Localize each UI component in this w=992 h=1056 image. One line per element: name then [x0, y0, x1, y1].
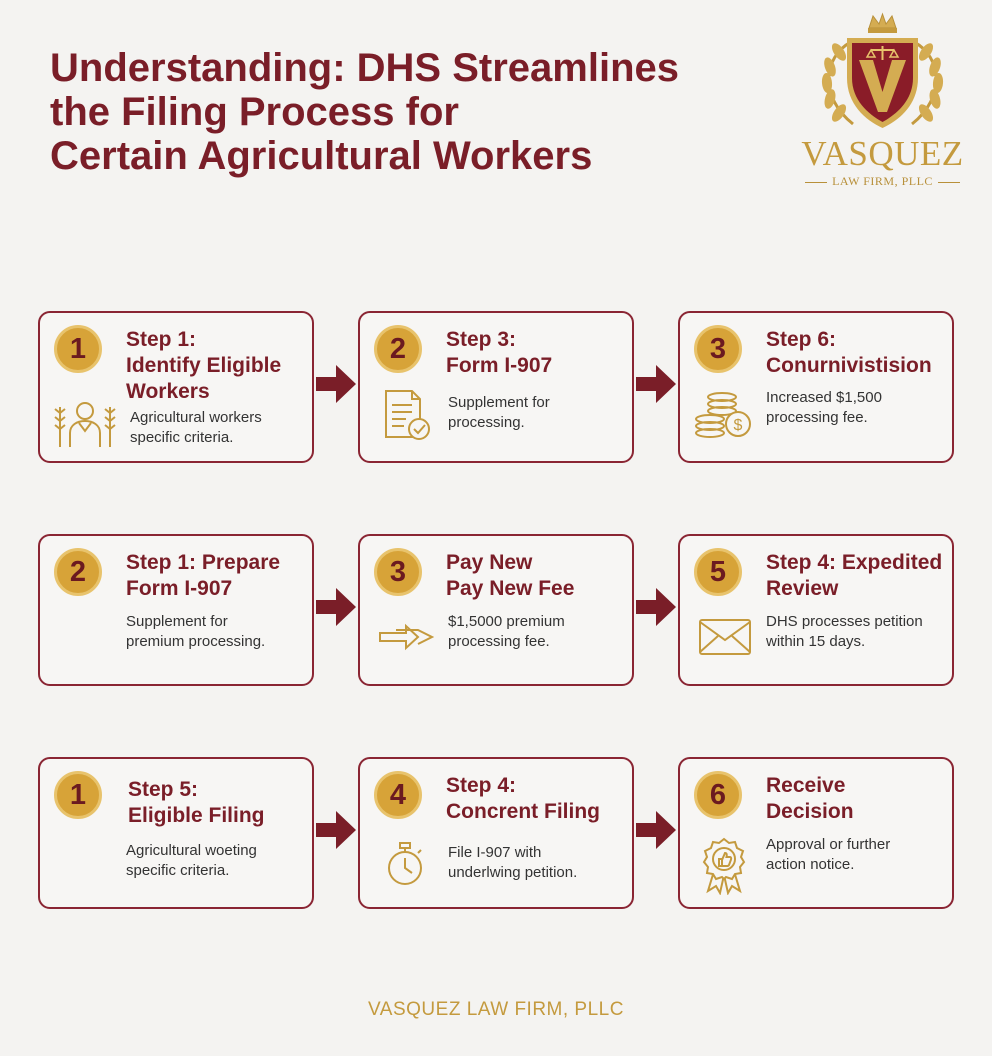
- step-card: 1 Step 5: Eligible Filing Agricultural w…: [38, 757, 314, 909]
- step-card: 3 Step 6: Conurnivistision $ Increased $…: [678, 311, 954, 463]
- step-heading: Step 4: Expedited Review: [766, 550, 962, 602]
- document-check-icon: [382, 387, 434, 443]
- heading-line: Pay New Fee: [446, 577, 575, 600]
- heading-line: Identify Eligible: [126, 354, 282, 377]
- firm-logo: VASQUEZ LAW FIRM, PLLC: [795, 12, 970, 192]
- step-card: 3 Pay New Pay New Fee $1,5000 premium pr…: [358, 534, 634, 686]
- step-description: DHS processes petition within 15 days.: [766, 612, 952, 652]
- step-description: Approval or further action notice.: [766, 835, 946, 875]
- crest-icon: [821, 12, 944, 128]
- description-line: premium processing.: [126, 633, 266, 650]
- step-description: Agricultural workers specific criteria.: [130, 408, 310, 448]
- step-number-badge: 1: [54, 771, 102, 819]
- heading-line: Concrent Filing: [446, 800, 600, 823]
- connector-arrow: [316, 365, 356, 403]
- connector-arrow: [316, 811, 356, 849]
- envelope-icon: [698, 618, 752, 656]
- step-number-badge: 2: [374, 325, 422, 373]
- step-heading: Step 6: Conurnivistision: [766, 327, 962, 379]
- description-line: action notice.: [766, 856, 855, 873]
- logo-subtitle: LAW FIRM, PLLC: [795, 174, 970, 189]
- connector-arrow: [636, 365, 676, 403]
- heading-line: Step 1: Prepare: [126, 551, 281, 574]
- step-number-badge: 6: [694, 771, 742, 819]
- description-line: Increased $1,500: [766, 389, 882, 406]
- step-card: 5 Step 4: Expedited Review DHS processes…: [678, 534, 954, 686]
- step-description: Supplement for processing.: [448, 393, 628, 433]
- step-heading: Step 1: Identify Eligible Workers: [126, 327, 322, 405]
- heading-line: Step 6:: [766, 328, 837, 351]
- heading-line: Step 1:: [126, 328, 197, 351]
- description-line: $1,5000 premium: [448, 613, 565, 630]
- description-line: processing.: [448, 414, 525, 431]
- coins-icon: $: [692, 391, 754, 441]
- description-line: Agricultural workers: [130, 409, 262, 426]
- step-description: $1,5000 premium processing fee.: [448, 612, 628, 652]
- description-line: Supplement for: [126, 613, 228, 630]
- step-number-badge: 4: [374, 771, 422, 819]
- heading-line: Form I-907: [126, 577, 233, 600]
- heading-line: Conurnivistision: [766, 354, 932, 377]
- step-number-badge: 1: [54, 325, 102, 373]
- description-line: specific criteria.: [130, 429, 234, 446]
- step-heading: Step 1: Prepare Form I-907: [126, 550, 322, 602]
- heading-line: Form I-907: [446, 354, 553, 377]
- description-line: Supplement for: [448, 394, 550, 411]
- step-heading: Receive Decision: [766, 773, 962, 825]
- step-heading: Pay New Pay New Fee: [446, 550, 642, 602]
- step-number-badge: 5: [694, 548, 742, 596]
- step-heading: Step 5: Eligible Filing: [128, 777, 324, 829]
- logo-name: VASQUEZ: [801, 134, 964, 173]
- connector-arrow: [636, 811, 676, 849]
- stopwatch-icon: [384, 841, 426, 887]
- description-line: processing fee.: [448, 633, 550, 650]
- award-ribbon-icon: [700, 837, 748, 895]
- step-description: Agricultural woeting specific criteria.: [126, 841, 306, 881]
- step-number-badge: 3: [694, 325, 742, 373]
- connector-arrow: [316, 588, 356, 626]
- double-arrow-icon: [378, 622, 434, 652]
- step-number-badge: 3: [374, 548, 422, 596]
- step-number-badge: 2: [54, 548, 102, 596]
- page-title: Understanding: DHS Streamlines the Filin…: [50, 46, 770, 178]
- step-description: File I-907 with underlwing petition.: [448, 843, 628, 883]
- heading-line: Eligible Filing: [128, 804, 265, 827]
- step-card: 4 Step 4: Concrent Filing File I-907 wit…: [358, 757, 634, 909]
- heading-line: Review: [766, 577, 839, 600]
- step-description: Increased $1,500 processing fee.: [766, 388, 946, 428]
- heading-line: Decision: [766, 800, 854, 823]
- step-card: 2 Step 3: Form I-907 Supplement for proc…: [358, 311, 634, 463]
- description-line: specific criteria.: [126, 862, 230, 879]
- description-line: Agricultural woeting: [126, 842, 257, 859]
- step-card: 1 Step 1: Identify Eligible Workers Agri…: [38, 311, 314, 463]
- heading-line: Workers: [126, 380, 210, 403]
- description-line: Approval or further: [766, 836, 891, 853]
- title-line: Certain Agricultural Workers: [50, 134, 593, 178]
- description-line: within 15 days.: [766, 633, 866, 650]
- svg-text:$: $: [734, 417, 743, 434]
- description-line: underlwing petition.: [448, 864, 578, 881]
- heading-line: Step 3:: [446, 328, 517, 351]
- step-description: Supplement for premium processing.: [126, 612, 306, 652]
- step-heading: Step 4: Concrent Filing: [446, 773, 642, 825]
- heading-line: Step 4: Expedited: [766, 551, 943, 574]
- heading-line: Receive: [766, 774, 846, 797]
- step-heading: Step 3: Form I-907: [446, 327, 642, 379]
- heading-line: Step 4:: [446, 774, 517, 797]
- step-card: 6 Receive Decision Approval or further a…: [678, 757, 954, 909]
- step-card: 2 Step 1: Prepare Form I-907 Supplement …: [38, 534, 314, 686]
- title-line: the Filing Process for: [50, 90, 459, 134]
- description-line: processing fee.: [766, 409, 868, 426]
- footer-firm-name: VASQUEZ LAW FIRM, PLLC: [368, 999, 624, 1020]
- connector-arrow: [636, 588, 676, 626]
- description-line: File I-907 with: [448, 844, 542, 861]
- heading-line: Pay New: [446, 551, 533, 574]
- description-line: DHS processes petition: [766, 613, 923, 630]
- title-line: Understanding: DHS Streamlines: [50, 46, 680, 90]
- heading-line: Step 5:: [128, 778, 199, 801]
- farmer-icon: [54, 399, 116, 449]
